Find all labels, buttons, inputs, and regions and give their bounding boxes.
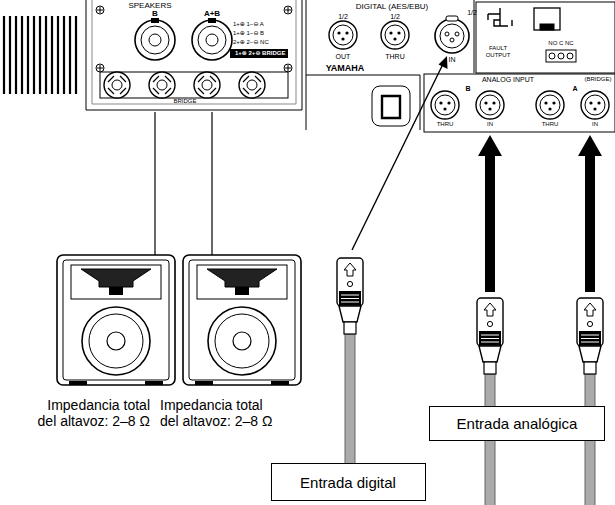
- panel-label: A+B: [204, 9, 220, 18]
- panel-label: YAMAHA: [326, 63, 365, 73]
- speaker-wire: [155, 112, 212, 255]
- xlr-connector: [536, 91, 564, 119]
- panel-label: NO C NC: [548, 40, 573, 47]
- speaker-cabinet: [57, 255, 175, 385]
- speaker-panel: [86, 0, 302, 110]
- panel-label: FAULT OUTPUT: [481, 45, 515, 59]
- digital-panel: [306, 0, 474, 130]
- panel-label: 1+⊕ 2+⊖ BRIDGE: [233, 50, 287, 57]
- panel-label: IN: [592, 121, 598, 128]
- panel-label: THRU: [385, 53, 404, 61]
- network-panel: [476, 2, 615, 73]
- xlr-connector: [435, 16, 469, 53]
- caption-text: Entrada analógica: [457, 415, 578, 432]
- xlr-connector: [329, 21, 357, 49]
- xlr-connector: [431, 91, 459, 119]
- connection-arrow: [352, 56, 602, 292]
- panel-label: ANALOG INPUT: [482, 76, 534, 84]
- caption-box: Entrada digital: [271, 463, 426, 501]
- xlr-connector: [381, 21, 409, 49]
- panel-label: DIGITAL (AES/EBU): [356, 2, 428, 11]
- panel-label: THRU: [437, 121, 454, 128]
- speakon-connector: [135, 18, 232, 60]
- panel-label: A: [572, 85, 577, 93]
- impedance-caption: Impedancia total del altavoz: 2–8 Ω: [160, 397, 282, 429]
- panel-label: B: [465, 85, 470, 93]
- xlr-plug: [577, 298, 603, 374]
- xlr-plug: [477, 298, 503, 374]
- panel-label: (BRIDGE): [585, 76, 612, 83]
- panel-label: B: [152, 9, 158, 18]
- grille: [0, 14, 82, 96]
- panel-label: 1/2: [467, 9, 477, 17]
- cable-hole: [372, 86, 410, 126]
- speaker-cabinet: [183, 255, 301, 385]
- xlr-connector: [581, 91, 609, 119]
- panel-label: 1+⊕ 1−⊖ B: [233, 30, 264, 37]
- panel-label: 1/2: [390, 13, 400, 21]
- panel-label: 2+⊕ 2−⊖ NC: [233, 39, 269, 46]
- xlr-connector: [476, 91, 504, 119]
- panel-label: 1+⊕ 1−⊖ A: [233, 21, 264, 28]
- screw: [96, 6, 292, 72]
- panel-label: THRU: [542, 121, 559, 128]
- binding-post: [100, 72, 288, 98]
- panel-label: IN: [449, 56, 456, 64]
- analog-panel: [424, 74, 615, 132]
- panel-label: 1/2: [338, 13, 348, 21]
- impedance-caption: Impedancia total del altavoz: 2–8 Ω: [28, 397, 150, 429]
- caption-text: Entrada digital: [300, 474, 396, 491]
- panel-label: IN: [487, 121, 493, 128]
- panel-label: OUT: [336, 53, 351, 61]
- bridge-bar: [230, 49, 288, 58]
- panel-label: BRIDGE: [173, 98, 196, 105]
- panel-label: SPEAKERS: [128, 1, 171, 10]
- xlr-plug: [337, 258, 363, 334]
- caption-box: Entrada analógica: [429, 406, 605, 441]
